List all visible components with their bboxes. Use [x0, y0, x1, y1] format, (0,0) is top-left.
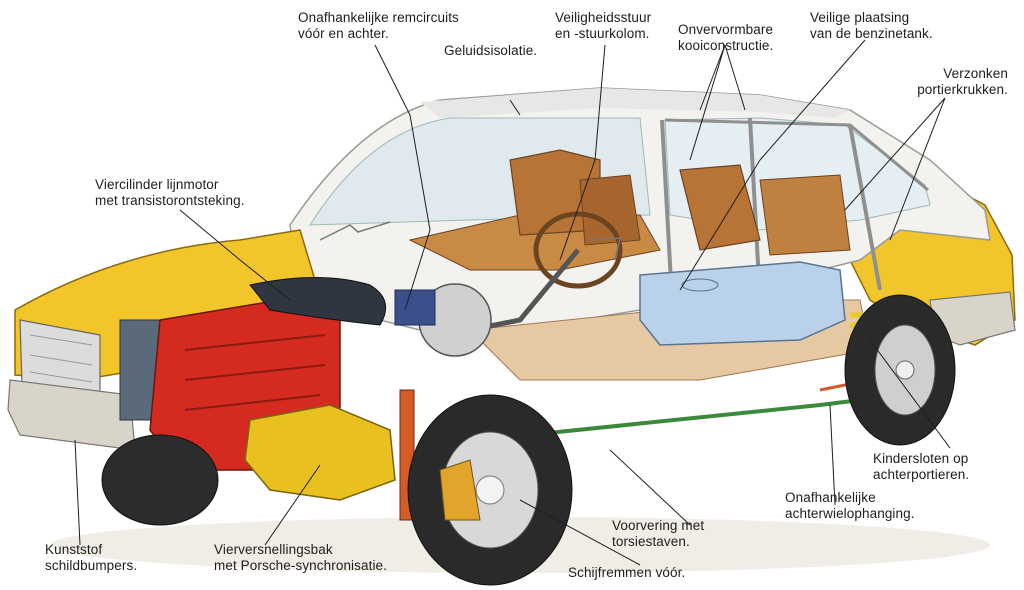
label-kooiconstructie: Onvervormbare kooiconstructie.	[678, 22, 774, 53]
label-veiligheidsstuur: Veiligheidsstuur en -stuurkolom.	[555, 10, 652, 41]
label-viercilinder-motor: Viercilinder lijnmotor met transistoront…	[95, 177, 245, 208]
label-voorvering: Voorvering met torsiestaven.	[612, 518, 705, 549]
label-vierversnellingsbak: Vierversnellingsbak met Porsche-synchron…	[214, 542, 388, 573]
label-remcircuits: Onafhankelijke remcircuits vóór en achte…	[298, 10, 459, 41]
label-achterwielophanging: Onafhankelijke achterwielophanging.	[785, 490, 915, 521]
label-geluidsisolatie: Geluidsisolatie.	[444, 43, 538, 58]
label-schildbumpers: Kunststof schildbumpers.	[45, 542, 138, 573]
label-portierkrukken: Verzonken portierkrukken.	[917, 66, 1008, 97]
label-schijfremmen: Schijfremmen vóór.	[568, 565, 686, 580]
label-benzinetank: Veilige plaatsing van de benzinetank.	[810, 10, 933, 41]
label-kindersloten: Kindersloten op achterportieren.	[873, 451, 970, 482]
